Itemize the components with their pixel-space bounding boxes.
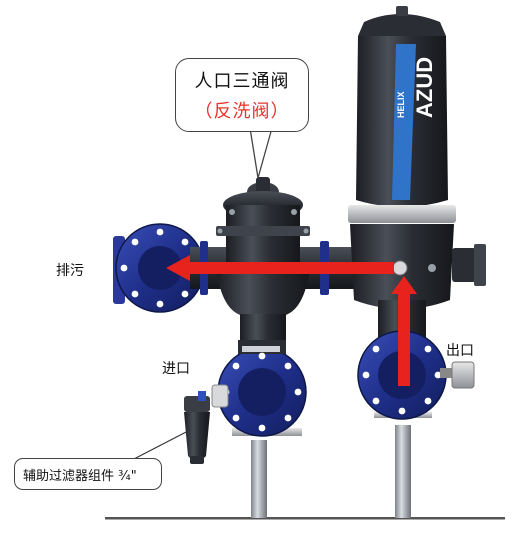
callout-three-way-valve-line1: 人口三通阀 bbox=[194, 71, 290, 92]
label-inlet: 进口 bbox=[162, 361, 190, 377]
label-aux-filter-box: 辅助过滤器组件 ¾" bbox=[14, 458, 162, 490]
drain-flange bbox=[113, 223, 205, 313]
label-outlet: 出口 bbox=[446, 343, 474, 359]
flow-arrow-left-head bbox=[166, 255, 190, 281]
disc-filter bbox=[348, 6, 486, 340]
aux-filter-leader bbox=[131, 429, 191, 461]
filter-brand-text: AZUD bbox=[412, 57, 437, 118]
callout-three-way-valve-line2: （反洗阀） bbox=[194, 101, 290, 122]
flow-junction bbox=[392, 260, 408, 276]
callout-three-way-valve: 人口三通阀 （反洗阀） bbox=[175, 58, 309, 132]
ground-line bbox=[105, 517, 505, 520]
filter-model-text: HELIX bbox=[396, 91, 406, 118]
label-aux-filter: 辅助过滤器组件 ¾" bbox=[23, 469, 137, 484]
inlet-side-fitting bbox=[211, 384, 229, 408]
outlet-side-gauge bbox=[440, 361, 475, 389]
callout-tail-joint bbox=[251, 126, 271, 131]
right-support-post bbox=[395, 425, 411, 518]
flow-arrow-up-shaft bbox=[398, 292, 410, 386]
flow-arrow-up-head bbox=[391, 276, 417, 294]
callout-top-tail bbox=[249, 127, 273, 179]
inlet-flange bbox=[217, 340, 307, 437]
flow-arrow-left-shaft bbox=[188, 262, 394, 274]
backwash-flow-arrows bbox=[166, 255, 417, 386]
left-support-post bbox=[251, 440, 267, 518]
three-way-valve bbox=[216, 177, 310, 344]
aux-filter bbox=[184, 391, 210, 464]
label-drain: 排污 bbox=[56, 263, 84, 279]
